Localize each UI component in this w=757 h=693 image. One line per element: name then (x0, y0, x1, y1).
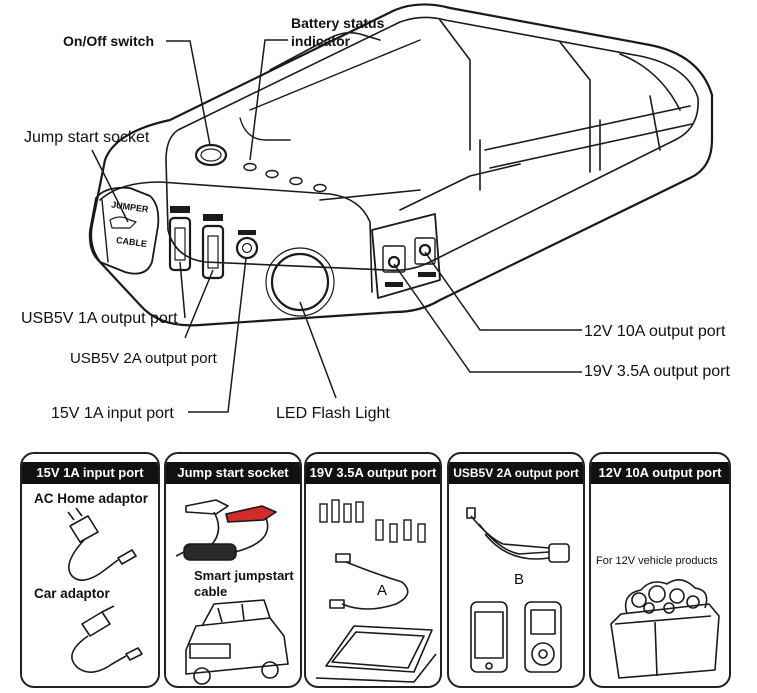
input-jack (235, 236, 259, 260)
panel-usb-2a-output: USB5V 2A output port B (447, 452, 585, 688)
leader-usb-1a (179, 261, 186, 319)
panel-title: Jump start socket (166, 462, 300, 484)
leader-input (188, 257, 247, 413)
jump-starter-illustration (88, 3, 714, 413)
ac-home-adaptor-label: AC Home adaptor (34, 491, 149, 506)
panel-title: USB5V 2A output port (449, 462, 583, 484)
jump-socket (88, 186, 160, 275)
label-12v-output: 12V 10A output port (584, 323, 726, 340)
label-15v-input: 15V 1A input port (51, 405, 174, 422)
phone (470, 601, 508, 673)
label-jump-start-socket: Jump start socket (24, 129, 150, 146)
red-clamp (225, 505, 277, 523)
leader-jump-socket (91, 149, 129, 223)
label-usb-2a: USB5V 2A output port (70, 350, 217, 367)
black-clamp (185, 499, 229, 515)
battery-led-3 (289, 176, 303, 186)
smart-jumpstart-label: Smart jumpstart (194, 568, 294, 583)
laptop (325, 625, 433, 673)
usb-2a-port (201, 224, 225, 280)
device-body (89, 3, 714, 327)
usb-split-cable (470, 515, 550, 560)
panel-title: 19V 3.5A output port (306, 462, 440, 484)
output-block (371, 213, 441, 299)
label-usb-1a: USB5V 1A output port (21, 310, 178, 327)
panel-19v-output: 19V 3.5A output port A (304, 452, 442, 688)
led-flashlight (270, 252, 330, 312)
usb-devices-drawing (466, 507, 570, 673)
out-12v-jack (418, 243, 432, 257)
leader-battery (249, 39, 288, 161)
barrel-plug (117, 549, 137, 565)
laptop-kit-drawing (315, 499, 437, 683)
panel-title: 12V 10A output port (591, 462, 729, 484)
label-led-flash-light: LED Flash Light (276, 405, 390, 422)
out-19v-jack (387, 255, 401, 269)
leader-12v (424, 251, 582, 331)
car-adaptor-label: Car adaptor (34, 586, 110, 601)
cable-a-label: A (377, 582, 388, 599)
leader-on-off (166, 40, 211, 146)
cooler-box (610, 603, 720, 679)
label-battery-status-1: Battery status (291, 15, 385, 31)
vehicle-products-label: For 12V vehicle products (596, 555, 718, 567)
battery-led-1 (243, 162, 257, 172)
media-player (524, 601, 562, 673)
cable-label: cable (194, 584, 228, 599)
leader-19v (393, 263, 582, 373)
label-on-off-switch: On/Off switch (63, 33, 154, 49)
cooler-drawing (610, 579, 720, 679)
jumpstart-controller (183, 543, 237, 561)
cable-b-label: B (514, 571, 525, 588)
power-button (194, 143, 228, 167)
car-body (185, 617, 289, 675)
panel-12v-output: 12V 10A output port For 12V vehicle prod… (589, 452, 731, 688)
adaptors-drawing (67, 507, 143, 673)
jumpstart-drawing (175, 499, 289, 685)
panel-jump-start-socket: Jump start socket Smart jumpstart cable (164, 452, 302, 688)
panel-15v-input: 15V 1A input port AC Home adaptor Car ad… (20, 452, 160, 688)
wall-plug (69, 515, 99, 543)
label-battery-status-2: indicator (291, 33, 351, 49)
car-plug (81, 611, 111, 637)
label-19v-output: 19V 3.5A output port (584, 363, 730, 380)
leader-led (299, 301, 337, 399)
battery-led-4 (313, 183, 327, 193)
leader-usb-2a (184, 269, 214, 339)
battery-led-2 (265, 169, 279, 179)
panel-title: 15V 1A input port (22, 462, 158, 484)
